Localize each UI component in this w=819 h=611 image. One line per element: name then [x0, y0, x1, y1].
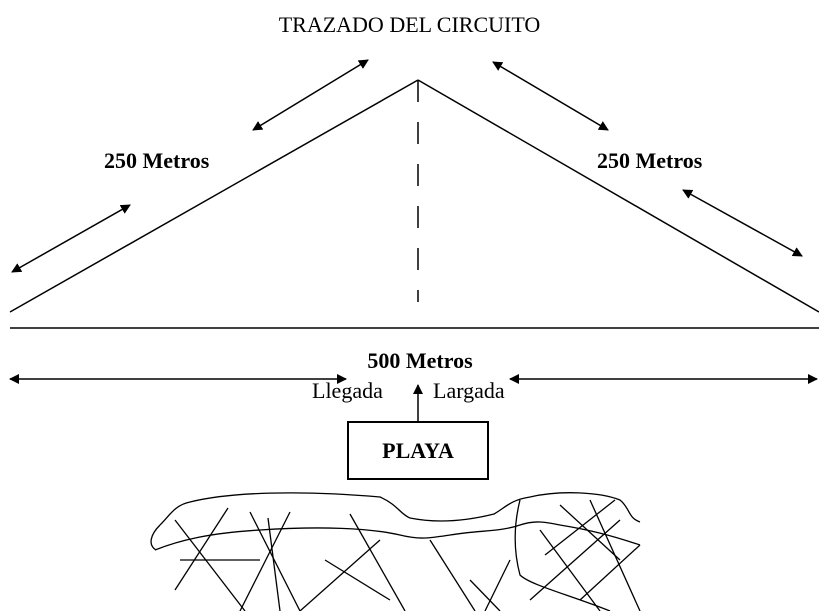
- left-side-distance-label: 250 Metros: [104, 148, 210, 173]
- right-side-distance-label: 250 Metros: [597, 148, 703, 173]
- start-label: Largada: [433, 378, 505, 403]
- finish-label: Llegada: [312, 378, 383, 403]
- beach-box: PLAYA: [347, 421, 489, 480]
- right-lower-dimension-arrow: [682, 189, 803, 257]
- left-upper-dimension-arrow: [252, 59, 369, 131]
- diagram-title: TRAZADO DEL CIRCUITO: [278, 12, 541, 37]
- right-upper-dimension-arrow: [492, 61, 609, 131]
- base-distance-label: 500 Metros: [367, 348, 473, 373]
- beach-label: PLAYA: [382, 437, 454, 463]
- course-right-side: [417, 79, 819, 313]
- course-left-side: [9, 79, 419, 313]
- shoreline-sketch: [150, 492, 641, 611]
- left-lower-dimension-arrow: [11, 204, 131, 273]
